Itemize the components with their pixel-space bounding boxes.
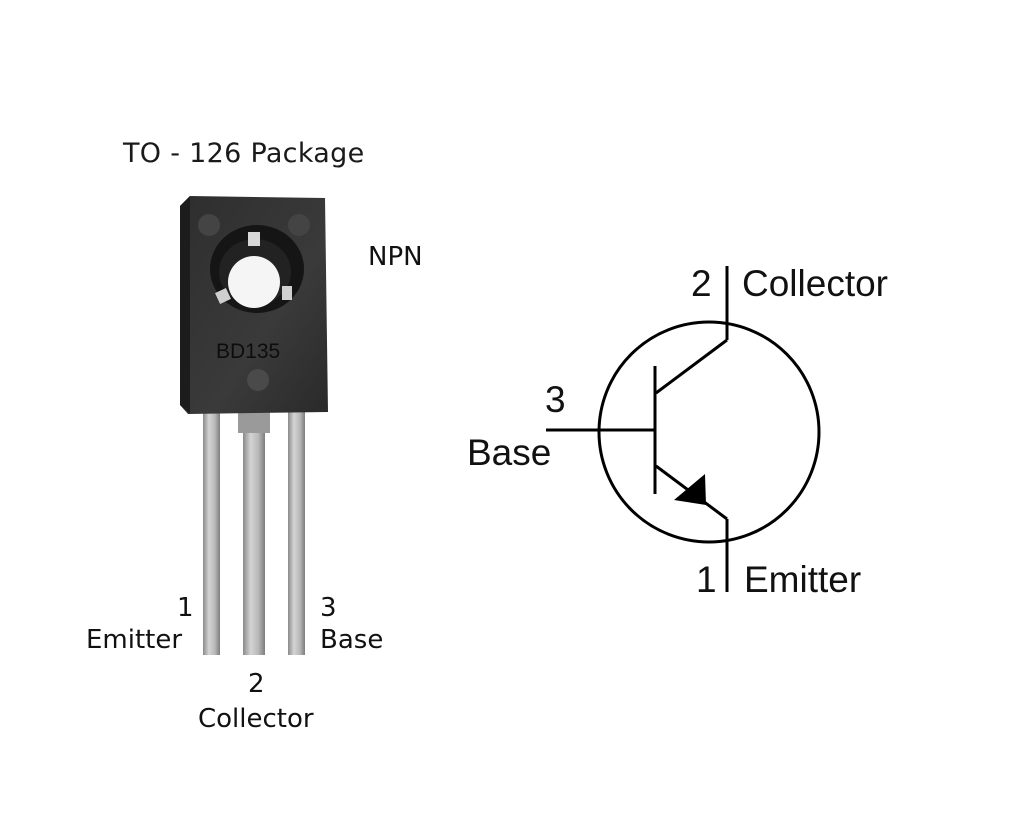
dimple [288, 214, 310, 236]
pin2-name: Collector [198, 704, 314, 734]
pin3-number: 3 [320, 593, 337, 623]
dimple [198, 214, 220, 236]
lead-emitter [203, 405, 220, 655]
emitter-name: Emitter [744, 559, 862, 600]
collector-number: 2 [691, 263, 712, 304]
dimple [247, 369, 269, 391]
collector-diagonal [655, 338, 728, 395]
base-number: 3 [545, 379, 566, 420]
pin1-number: 1 [177, 593, 194, 623]
base-name: Base [467, 432, 552, 473]
package-marking: BD135 [216, 340, 281, 363]
symbol-envelope [597, 320, 821, 544]
pin2-number: 2 [248, 669, 265, 699]
pin1-name: Emitter [86, 625, 183, 655]
collector-name: Collector [742, 263, 888, 304]
transistor-type-label: NPN [368, 242, 423, 272]
lead-collector [243, 405, 265, 655]
emitter-arrow-icon [674, 474, 706, 505]
lead-base [288, 405, 305, 655]
pin3-name: Base [320, 625, 384, 655]
emitter-number: 1 [696, 559, 717, 600]
diagram-title: TO - 126 Package [123, 138, 365, 169]
mounting-hole [228, 256, 280, 308]
